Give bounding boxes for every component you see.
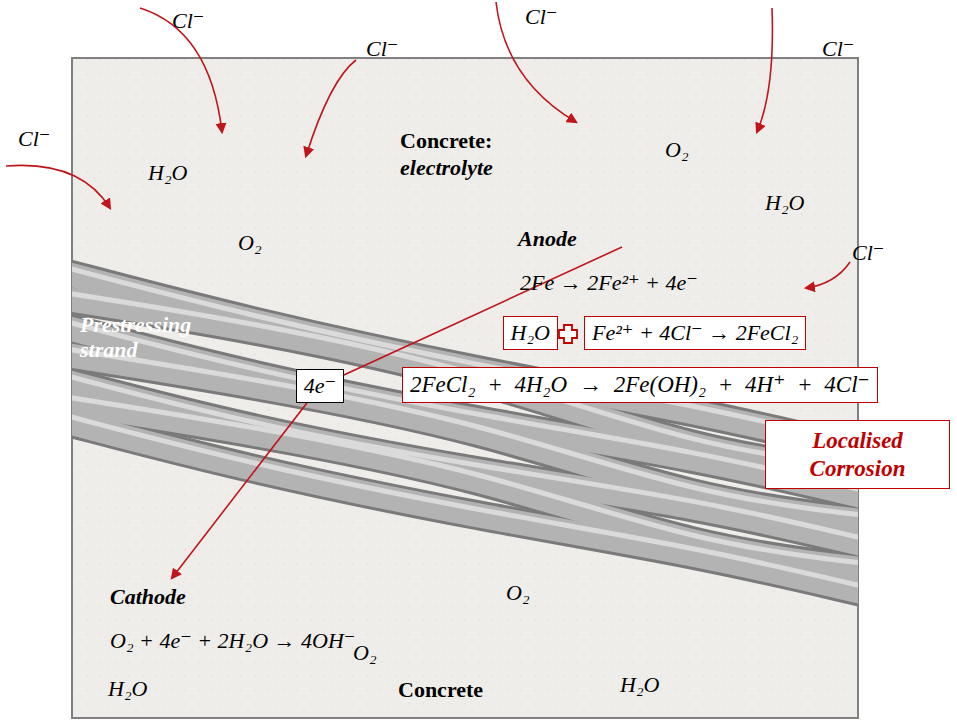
- plus-symbol: [559, 325, 577, 343]
- oxygen: O₂: [665, 137, 689, 162]
- water: H₂O: [620, 672, 659, 697]
- node-text: 4e⁻: [304, 373, 336, 399]
- region-label: electrolyte: [400, 155, 493, 180]
- region-label: Concrete: [398, 677, 483, 702]
- node-text: Fe²⁺ + 4Cl⁻ → 2FeCl₂: [592, 320, 798, 346]
- oxygen: O₂: [506, 580, 530, 605]
- chloride-ion: Cl⁻: [852, 240, 884, 265]
- node-text: Localised Corrosion: [774, 427, 941, 482]
- corrosion-box: Localised Corrosion: [765, 420, 950, 489]
- node-text: 2FeCl₂ + 4H₂O → 2Fe(OH)₂ + 4H⁺ + 4Cl⁻: [410, 371, 870, 399]
- prestressing-strand: [72, 266, 858, 594]
- chloride-arrows: [6, 2, 850, 288]
- reaction-box: Fe²⁺ + 4Cl⁻ → 2FeCl₂: [584, 316, 806, 350]
- reaction-equation: O₂ + 4e⁻ + 2H₂O → 4OH⁻: [110, 628, 355, 653]
- chloride-ion: Cl⁻: [525, 4, 557, 29]
- water: H₂O: [148, 160, 187, 185]
- part-name: Prestressing strand: [80, 312, 205, 363]
- electron-box: 4e⁻: [296, 369, 344, 403]
- reactant-box: H₂O: [503, 316, 558, 350]
- node-text: H₂O: [511, 320, 550, 346]
- electrode-label: Anode: [518, 226, 577, 251]
- water: H₂O: [765, 190, 804, 215]
- chloride-ion: Cl⁻: [18, 126, 50, 151]
- reaction-box: 2FeCl₂ + 4H₂O → 2Fe(OH)₂ + 4H⁺ + 4Cl⁻: [402, 367, 878, 403]
- electron-flow-arrow: [172, 247, 622, 578]
- region-label: Concrete:: [400, 128, 492, 153]
- chloride-ion: Cl⁻: [172, 8, 204, 33]
- reaction-equation: 2Fe → 2Fe²⁺ + 4e⁻: [520, 270, 698, 295]
- water: H₂O: [108, 676, 147, 701]
- chloride-ion: Cl⁻: [822, 36, 854, 61]
- oxygen: O₂: [238, 230, 262, 255]
- oxygen: O₂: [353, 640, 377, 665]
- electrode-label: Cathode: [110, 584, 186, 609]
- chloride-ion: Cl⁻: [366, 36, 398, 61]
